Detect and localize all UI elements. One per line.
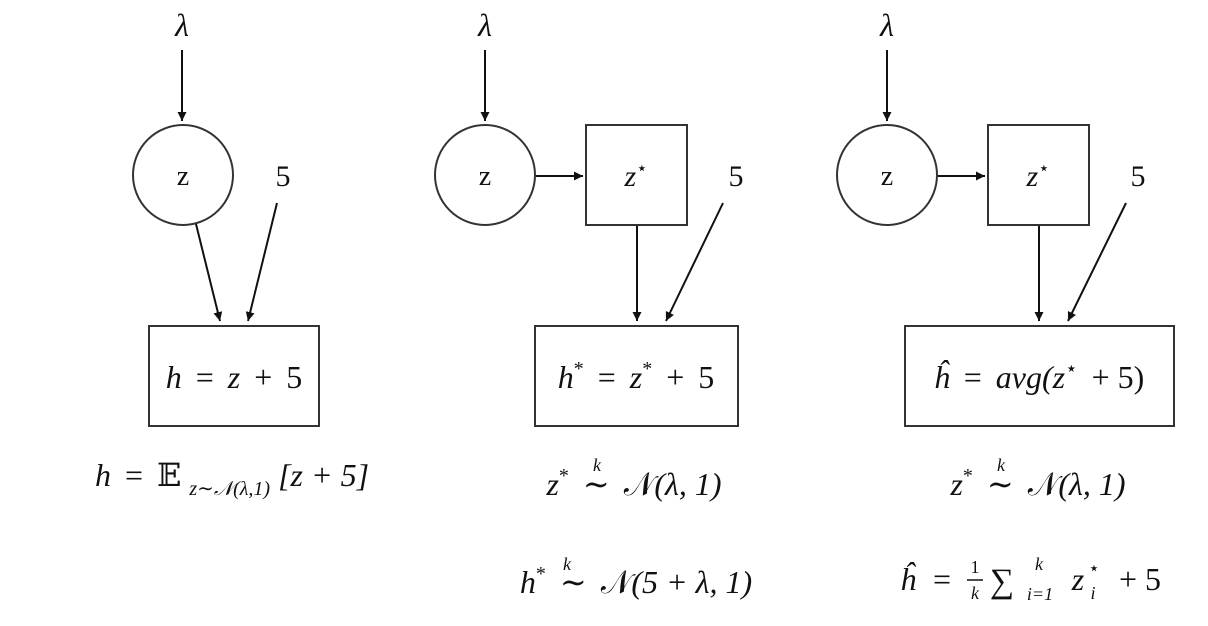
edge-5-to-h <box>665 202 724 322</box>
constant-label: 5 <box>1131 160 1146 193</box>
z-node <box>434 124 536 226</box>
plus-five: + 5 <box>1119 561 1161 597</box>
zstar-node-label: z⋆ <box>624 158 648 193</box>
zstar-sampling-equation: z* ∼ 𝒩(λ, 1) <box>949 453 1125 502</box>
lambda-label: λ <box>879 7 894 43</box>
zstar-node-label: z⋆ <box>1026 158 1050 193</box>
hstar-node-label: h* = z* + 5 <box>558 346 715 395</box>
fraction-numerator: 1 <box>971 557 980 577</box>
hstar-sampling-equation: h* ∼ 𝒩(5 + λ, 1) <box>520 551 752 600</box>
z-node <box>132 124 234 226</box>
h-node-label: h = z + 5 <box>166 359 303 395</box>
panel-sample: λ z z⋆ 5 h* = z* + 5 z* ∼ 𝒩(λ, 1) k h* ∼… <box>434 7 752 600</box>
sample-count-k: k <box>563 554 572 574</box>
expectation-equation: h = 𝔼 z∼𝒩(λ,1) [z + 5] <box>95 457 369 502</box>
hstar-node <box>534 325 739 427</box>
zstar-sampling-equation: z* ∼ 𝒩(λ, 1) <box>545 453 721 502</box>
z-node <box>836 124 938 226</box>
constant-label: 5 <box>276 160 291 193</box>
edge-5-to-hhat <box>1067 202 1127 322</box>
edge-5-to-h <box>245 202 278 322</box>
hhat-node-label: ĥ = avg(z⋆ + 5) <box>934 346 1145 395</box>
hhat-node <box>904 325 1175 427</box>
h-node <box>148 325 320 427</box>
hhat-average-equation: ĥ = 1 k ∑ k i=1 z ⋆ i + 5 <box>900 554 1161 604</box>
z-term-index: i <box>1090 583 1095 603</box>
edge-z-to-h <box>195 223 223 322</box>
sample-count-k: k <box>997 455 1006 475</box>
summation-symbol: ∑ <box>990 563 1014 600</box>
z-node-label: z <box>881 161 893 192</box>
lambda-label: λ <box>174 7 189 43</box>
lambda-label: λ <box>477 7 492 43</box>
z-term: z <box>1071 561 1085 597</box>
sample-count-k: k <box>593 455 602 475</box>
zstar-node <box>585 124 688 226</box>
z-term-star: ⋆ <box>1088 558 1099 578</box>
hhat-symbol: ĥ <box>900 561 917 597</box>
fraction-denominator: k <box>971 583 980 603</box>
panel-average: λ z z⋆ 5 ĥ = avg(z⋆ + 5) z* ∼ 𝒩(λ, 1) k … <box>836 7 1175 604</box>
panel-expectation: λ z 5 h = z + 5 h = 𝔼 z∼𝒩(λ,1) [z + 5] <box>95 7 369 502</box>
zstar-node <box>987 124 1090 226</box>
constant-label: 5 <box>729 160 744 193</box>
z-node-label: z <box>479 161 491 192</box>
summation-upper: k <box>1035 554 1044 574</box>
z-node-label: z <box>177 161 189 192</box>
summation-lower: i=1 <box>1027 584 1053 604</box>
equals-sign: = <box>933 561 951 597</box>
